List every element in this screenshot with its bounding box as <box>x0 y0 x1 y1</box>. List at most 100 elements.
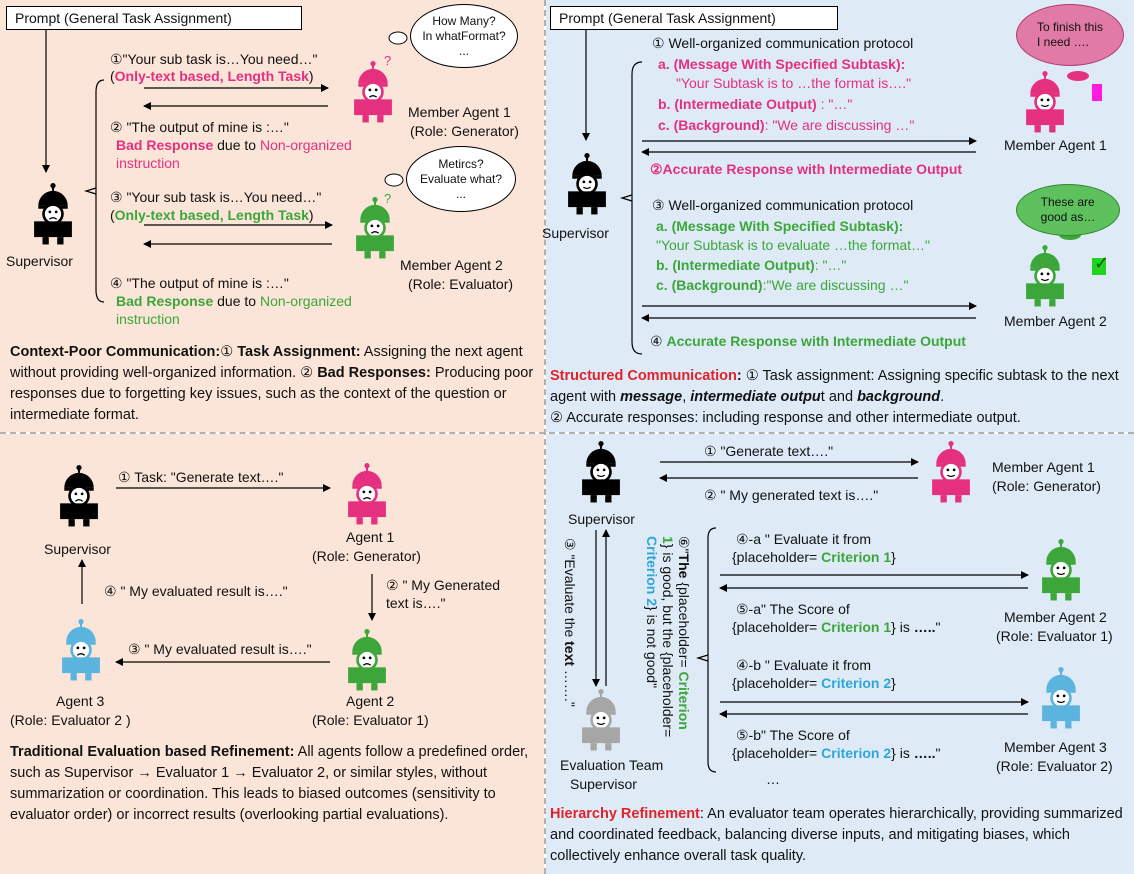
task-text: ① Task: "Generate text…." <box>118 469 284 485</box>
member-agent-1-name: Member Agent 1 <box>408 104 511 120</box>
generate-text: ① "Generate text…." <box>704 443 834 459</box>
caption-hierarchy: Hierarchy Refinement: An evaluator team … <box>550 804 1130 867</box>
member-agent-1-role: (Role: Generator) <box>410 123 519 139</box>
bubble-line: How Many? <box>432 13 496 28</box>
generated-response-text: ② " My generated text is…." <box>704 487 879 503</box>
horizontal-divider <box>0 432 1134 434</box>
bubble-line: Evaluate what? <box>419 171 503 186</box>
caption-emph: intermediate outpu <box>690 389 821 405</box>
caption-context-poor: Context-Poor Communication:① Task Assign… <box>10 342 536 426</box>
text-part: {placeholder= <box>676 578 692 672</box>
text-part: text <box>562 641 578 667</box>
bubble-line: Metircs? <box>438 156 484 171</box>
step-1-text: ①"Your sub task is…You need…" <box>110 51 318 67</box>
agent-1-robot-icon <box>346 462 388 526</box>
caption-text: ② Accurate responses: including response… <box>550 410 1021 426</box>
item-title: (Background) <box>669 117 765 133</box>
circled-number: ① <box>220 344 234 360</box>
text-part: } is not good" <box>644 606 660 689</box>
step-5b-text: ⑤-b" The Score of <box>736 727 850 743</box>
criterion-label: 1 <box>660 536 676 544</box>
instruction-label: instruction <box>116 155 180 171</box>
text-part: } is <box>891 745 914 761</box>
due-to: due to <box>213 293 260 309</box>
step-2-text: text is…." <box>386 595 446 611</box>
member-agent-1-name: Member Agent 1 <box>992 459 1095 475</box>
vertical-divider <box>544 0 546 874</box>
caption-traditional: Traditional Evaluation based Refinement:… <box>10 742 536 826</box>
text-part: } <box>891 675 896 691</box>
bubble-line: To finish this <box>1036 20 1104 34</box>
non-organized-label: Non-organized <box>259 137 352 153</box>
task-type-label: Only-text based, Length Task <box>114 207 309 223</box>
member-agent-1-name: Member Agent 1 <box>1004 137 1107 153</box>
item-label: a. <box>656 218 668 234</box>
agent-2-robot-icon <box>346 628 388 692</box>
step-6-vertical-text: Criterion 2} is not good" <box>644 536 660 688</box>
supervisor-robot-icon <box>58 464 100 528</box>
text-part: " <box>935 745 941 761</box>
supervisor-label: Supervisor <box>44 541 111 557</box>
due-to: due to <box>213 137 260 153</box>
step-4-text: Accurate Response with Intermediate Outp… <box>666 333 966 349</box>
member-agent-2-robot-icon <box>1040 538 1082 602</box>
step-6-vertical-text: 1} is good, but the {placeholder= <box>660 536 676 737</box>
criterion-label: Criterion 1 <box>821 549 892 565</box>
text-part: } <box>891 549 896 565</box>
step-3-vertical-text: ③ "Evaluate the text ……." <box>562 538 578 707</box>
item-label: c. <box>658 117 670 133</box>
supervisor-robot-icon <box>580 440 622 504</box>
caption-text: . <box>940 389 945 405</box>
paren: ( <box>110 68 115 84</box>
paren: ) <box>308 207 314 223</box>
question-bubble: Metircs?Evaluate what?... <box>406 146 516 212</box>
item-text: : "…" <box>814 257 847 273</box>
agent-2-name: Agent 2 <box>346 693 395 709</box>
text-part: ……." <box>562 666 578 707</box>
step-2-text: ②Accurate Response with Intermediate Out… <box>650 161 963 177</box>
caption-text: Assigning the next agent without providi… <box>10 344 523 381</box>
member-agent-2-role: (Role: Evaluator) <box>408 276 514 292</box>
step-5a-text: ⑤-a" The Score of <box>736 601 850 617</box>
criterion-label: Criterion 2 <box>644 536 660 607</box>
member-agent-3-role: (Role: Evaluator 2) <box>996 758 1113 774</box>
step-4-text: ④ "The output of mine is :…" <box>110 275 289 291</box>
item-label: c. <box>656 277 668 293</box>
member-agent-2-name: Member Agent 2 <box>1004 313 1107 329</box>
text-part: ….. <box>913 745 936 761</box>
caption-emph: message <box>620 389 683 405</box>
text-part: } is <box>891 619 914 635</box>
bubble-line: In whatFormat? <box>422 28 506 43</box>
agent-3-name: Agent 3 <box>56 693 105 709</box>
text-part: ③ "Evaluate the <box>562 538 578 642</box>
caption-text: Producing poor responses due to forgetti… <box>10 365 534 423</box>
caption-title: Traditional Evaluation based Refinement: <box>10 744 295 760</box>
agent-2-role: (Role: Evaluator 1) <box>312 712 429 728</box>
supervisor-label: Supervisor <box>6 253 73 269</box>
step-6-vertical-text: ⑥"The {placeholder= Criterion <box>676 536 692 730</box>
member-agent-2-name: Member Agent 2 <box>400 257 503 273</box>
caption-title: Structured Communication <box>550 368 737 384</box>
text-part: {placeholder= <box>732 745 822 761</box>
agent-1-role: (Role: Generator) <box>312 548 421 564</box>
step-1-text: ① Well-organized communication protocol <box>652 35 914 51</box>
item-title: (Message With Specified Subtask): <box>669 56 906 72</box>
circled-number: ④ <box>650 333 667 349</box>
non-organized-label: Non-organized <box>259 293 352 309</box>
step-3-text: ③ " My evaluated result is…." <box>128 641 312 657</box>
step-4a-text: ④-a " Evaluate it from <box>736 531 872 547</box>
caption-colon: : <box>736 368 742 384</box>
evaluation-team-label: Supervisor <box>570 776 637 792</box>
member-agent-3-name: Member Agent 3 <box>1004 739 1107 755</box>
bubble-line: ... <box>458 43 469 58</box>
check-icon: ✓ <box>1094 253 1110 273</box>
item-text: "Your Subtask is to evaluate …the format… <box>656 237 931 253</box>
member-agent-1-role: (Role: Generator) <box>992 478 1101 494</box>
criterion-label: Criterion 1 <box>821 619 892 635</box>
criterion-label: Criterion 2 <box>821 675 892 691</box>
bubble-line: These are <box>1040 195 1095 209</box>
caption-text: ① Task assignment: Assigning specific su… <box>550 368 1119 405</box>
caption-title: Hierarchy Refinement <box>550 806 700 822</box>
